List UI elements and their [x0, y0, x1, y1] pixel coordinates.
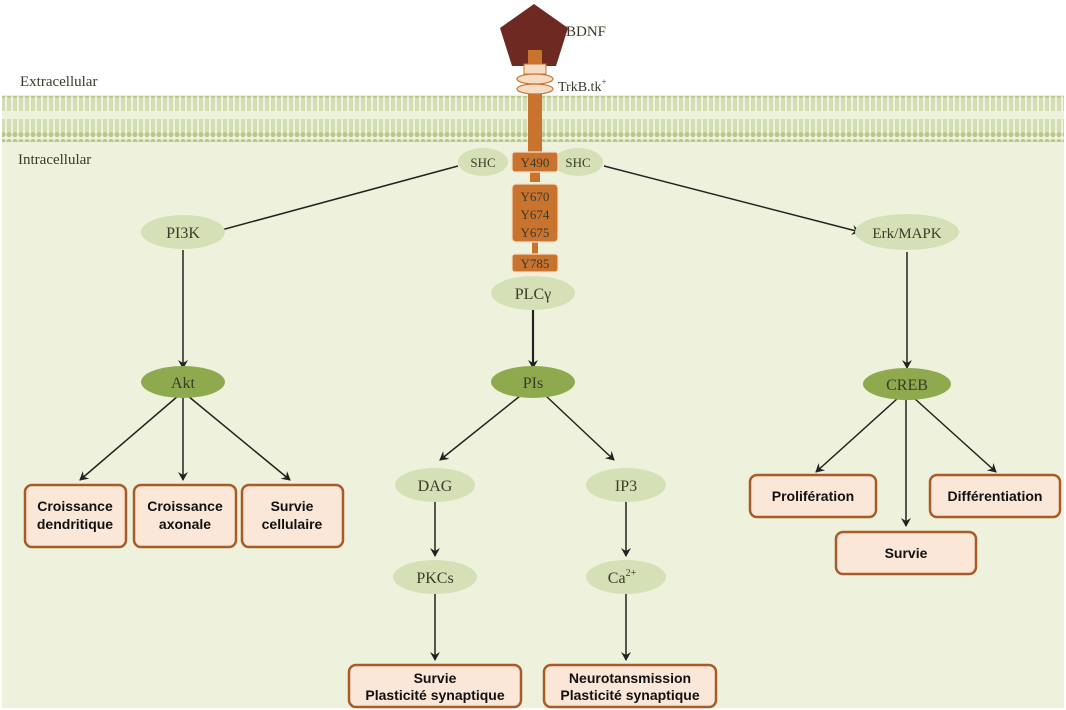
dag-label: DAG: [418, 478, 453, 495]
akt-node: [141, 366, 225, 398]
ligand-stem: [528, 50, 542, 64]
box-differentiation: [928, 473, 1062, 519]
box-survie-cellulaire: [240, 483, 345, 549]
croissance-axonale-line1: Croissance: [147, 498, 223, 514]
arrow-shc-to-erk: [603, 165, 861, 235]
pathway-arrows: [79, 165, 997, 661]
shc-left-node: [458, 148, 508, 176]
calcium-label: Ca2+: [608, 568, 637, 587]
differentiation-label: Différentiation: [948, 488, 1043, 504]
bdnf-ligand-icon: [500, 4, 568, 66]
plc-gamma-node: [491, 276, 575, 310]
box-survie-plasticite: [347, 663, 523, 709]
box-neuro-plasticite: [542, 663, 718, 709]
croissance-dendritique-line2: dendritique: [37, 516, 113, 532]
intracellular-label: Intracellular: [18, 152, 91, 168]
box-croissance-axonale: [132, 483, 238, 549]
neuro-plasticite-line2: Plasticité synaptique: [560, 687, 699, 703]
arrow-shc-to-pi3k: [213, 165, 459, 235]
bdnf-label: BDNF: [566, 24, 606, 40]
pis-label: PIs: [523, 375, 543, 392]
arrow-akt-to-dendritique: [79, 395, 179, 481]
akt-label: Akt: [171, 375, 196, 392]
pi3k-label: PI3K: [166, 225, 200, 242]
y670-label: Y670: [521, 189, 550, 204]
pi3k-node: [141, 215, 225, 249]
ip3-node: [586, 468, 666, 502]
outcome-boxes: [23, 473, 1062, 709]
arrow-creb-to-proliferation: [815, 397, 899, 473]
arrow-pis-to-dag: [439, 395, 521, 461]
receptor-domain-upper: [516, 73, 554, 85]
y490-residue-box: [511, 151, 559, 173]
proliferation-label: Prolifération: [772, 488, 854, 504]
arrow-pis-to-ip3: [545, 395, 615, 461]
box-proliferation: [748, 473, 878, 519]
plc-gamma-label: PLCγ: [515, 286, 551, 303]
erk-mapk-node: [855, 214, 959, 250]
pkcs-label: PKCs: [416, 570, 453, 587]
receptor-linker-1: [530, 170, 540, 182]
box-survie: [834, 530, 978, 576]
shc-left-label: SHC: [470, 155, 495, 170]
erk-mapk-label: Erk/MAPK: [872, 226, 941, 242]
y675-label: Y675: [521, 225, 550, 240]
dag-node: [395, 468, 475, 502]
y490-label: Y490: [521, 155, 550, 170]
creb-node: [863, 368, 951, 400]
y674-label: Y674: [521, 207, 550, 222]
receptor-linker-2: [532, 242, 538, 254]
survie-plasticite-line1: Survie: [414, 670, 457, 686]
receptor-transmembrane: [528, 94, 542, 154]
trkb-label: TrkB.tk+: [558, 77, 607, 95]
shc-right-label: SHC: [565, 155, 590, 170]
box-croissance-dendritique: [23, 483, 128, 549]
extracellular-label: Extracellular: [20, 74, 97, 90]
creb-label: CREB: [886, 377, 928, 394]
survie-cellulaire-line2: cellulaire: [262, 516, 323, 532]
survie-label: Survie: [885, 545, 928, 561]
arrow-creb-to-differentiation: [913, 397, 997, 473]
survie-cellulaire-line1: Survie: [271, 498, 314, 514]
y785-label: Y785: [521, 256, 550, 271]
pkcs-node: [393, 560, 477, 594]
y670-y675-residue-box: [511, 183, 559, 243]
receptor-domain-lower: [516, 83, 554, 95]
receptor-ecd-block: [523, 63, 547, 75]
shc-right-node: [553, 148, 603, 176]
survie-plasticite-line2: Plasticité synaptique: [365, 687, 504, 703]
croissance-axonale-line2: axonale: [159, 516, 211, 532]
pis-node: [491, 366, 575, 398]
croissance-dendritique-line1: Croissance: [37, 498, 113, 514]
neuro-plasticite-line1: Neurotansmission: [569, 670, 691, 686]
arrow-akt-to-cellulaire: [187, 395, 291, 481]
y785-residue-box: [511, 253, 559, 273]
calcium-node: [586, 560, 666, 594]
ip3-label: IP3: [615, 478, 637, 495]
